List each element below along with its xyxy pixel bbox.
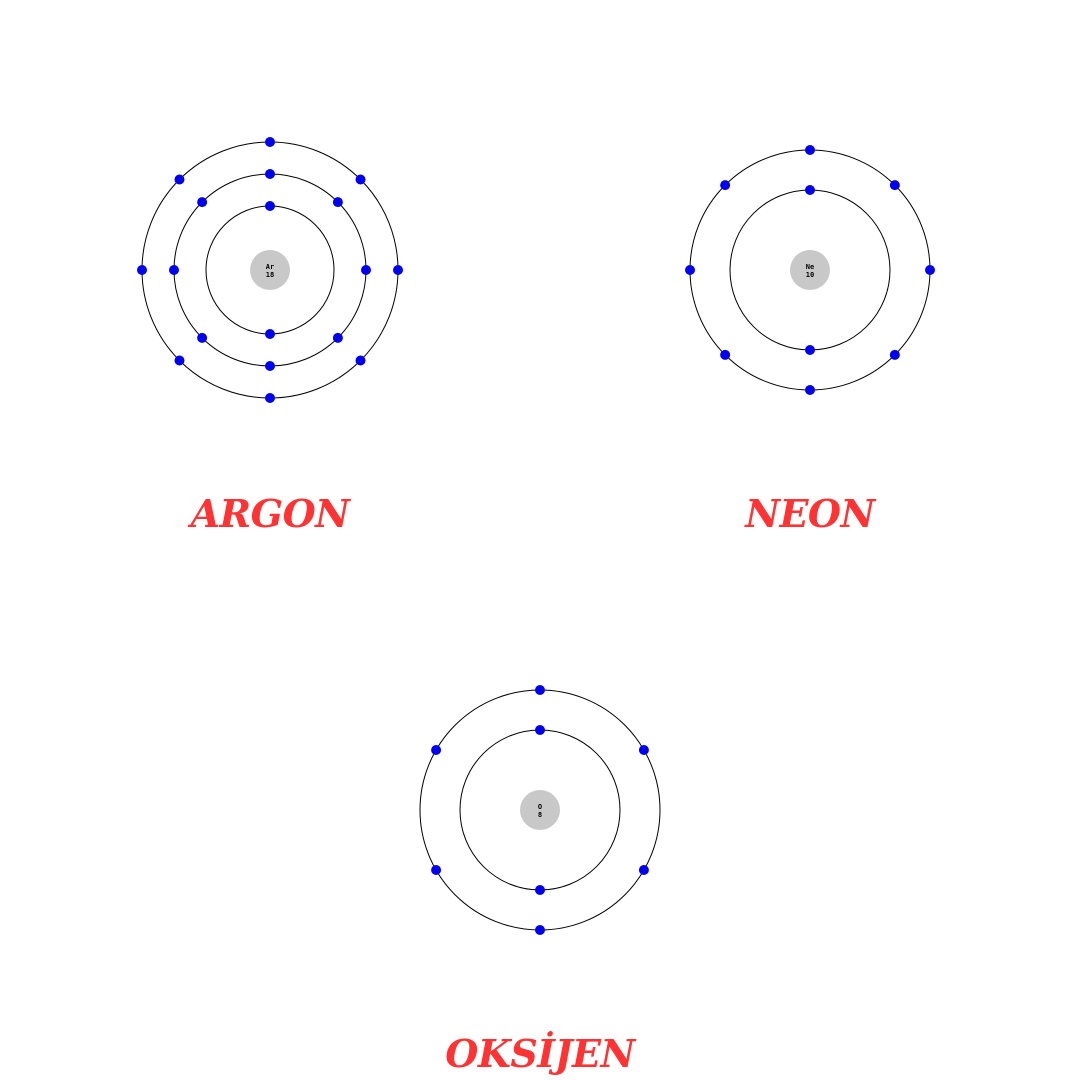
electron <box>355 355 366 366</box>
electron <box>265 361 275 371</box>
electron <box>431 865 442 875</box>
electron <box>805 385 815 395</box>
electron <box>638 865 649 875</box>
nucleus-symbol: Ne <box>806 263 814 271</box>
electron <box>925 265 935 275</box>
electron <box>393 265 403 275</box>
atom-name-label: ARGON <box>188 491 352 536</box>
nucleus-number: 18 <box>266 271 274 279</box>
electron <box>805 345 815 355</box>
electron <box>137 265 147 275</box>
electron <box>265 329 275 339</box>
nucleus-symbol: O <box>538 803 542 811</box>
electron <box>535 725 545 735</box>
electron <box>332 197 343 208</box>
electron <box>197 197 208 208</box>
electron <box>197 332 208 343</box>
nucleus-number: 10 <box>806 271 814 279</box>
electron <box>638 745 649 755</box>
atom-name-label: OKSİJEN <box>445 1031 636 1076</box>
electron <box>169 265 179 275</box>
atom-name-label: NEON <box>744 491 876 536</box>
electron <box>535 925 545 935</box>
electron <box>805 185 815 195</box>
electron <box>889 349 900 360</box>
electron <box>431 745 442 755</box>
electron <box>535 885 545 895</box>
nucleus <box>520 790 560 830</box>
electron <box>361 265 371 275</box>
electron <box>889 180 900 191</box>
electron <box>355 174 366 185</box>
electron <box>805 145 815 155</box>
nucleus-symbol: Ar <box>266 263 274 271</box>
nucleus-number: 8 <box>538 811 542 819</box>
electron <box>174 355 185 366</box>
nucleus <box>250 250 290 290</box>
electron <box>174 174 185 185</box>
electron <box>265 201 275 211</box>
electron <box>265 169 275 179</box>
electron <box>265 393 275 403</box>
electron <box>720 349 731 360</box>
electron <box>332 332 343 343</box>
electron <box>535 685 545 695</box>
electron <box>720 180 731 191</box>
nucleus <box>790 250 830 290</box>
electron <box>265 137 275 147</box>
electron <box>685 265 695 275</box>
